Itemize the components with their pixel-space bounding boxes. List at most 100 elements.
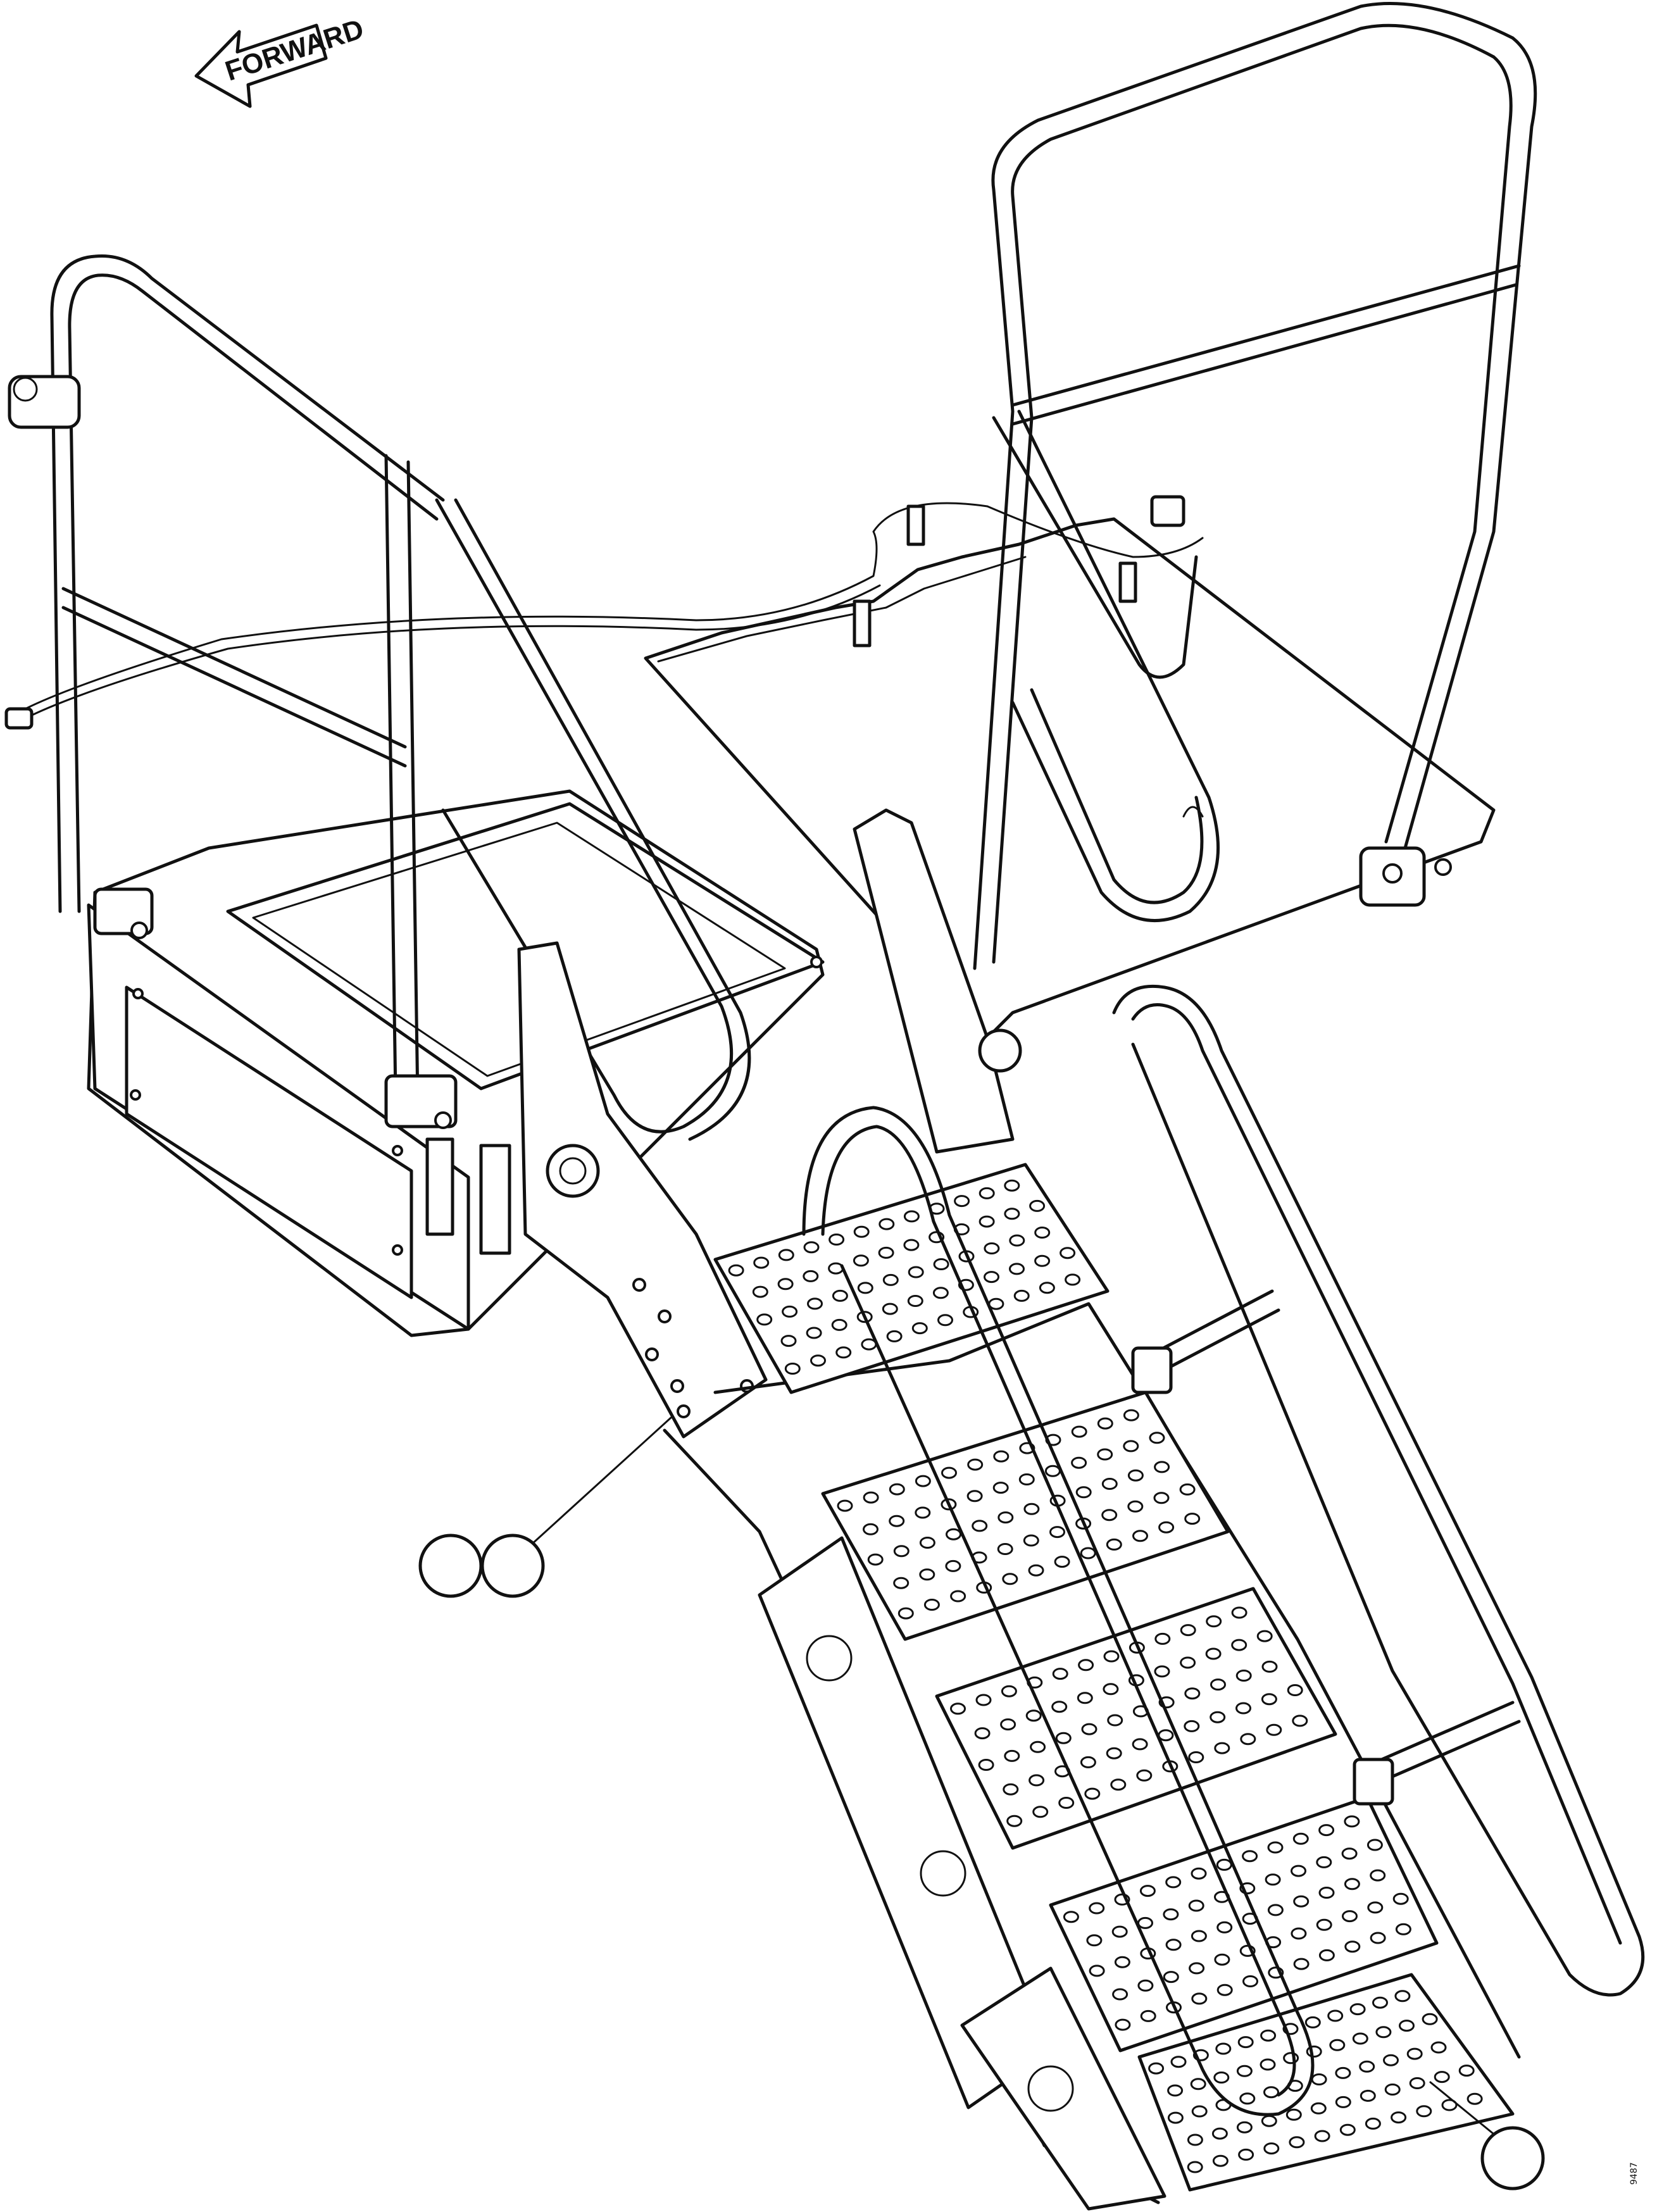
step-perforation	[1165, 1876, 1182, 1889]
step-perforation	[1344, 1815, 1360, 1828]
step-perforation	[1191, 1930, 1207, 1942]
step-perforation	[1158, 1729, 1174, 1742]
step-perforation	[1044, 1465, 1061, 1477]
step-perforation	[1394, 1990, 1411, 2003]
control-box	[87, 789, 825, 1337]
step-perforation	[1287, 1684, 1303, 1696]
step-perforation	[1106, 1538, 1122, 1551]
step-perforation	[1316, 1856, 1332, 1868]
step-perforation	[1318, 1824, 1335, 1837]
step-perforation	[1375, 2026, 1392, 2039]
step-perforation	[1216, 1858, 1232, 1871]
step-perforation	[728, 1264, 744, 1277]
step-perforation	[1006, 1815, 1023, 1827]
step-perforation	[1329, 2039, 1346, 2051]
step-perforation	[863, 1491, 879, 1504]
step-perforation	[979, 1215, 995, 1228]
step-perforation	[1212, 2154, 1229, 2167]
step-perforation	[972, 1520, 988, 1532]
right-handrail	[973, 2, 1537, 970]
step-perforation	[1078, 1659, 1094, 1671]
step-perforation	[807, 1297, 823, 1310]
step-perforation	[835, 1346, 852, 1359]
step-perforation	[806, 1327, 822, 1339]
step-perforation	[915, 1475, 931, 1487]
step-perforation	[1167, 2111, 1184, 2124]
step-perforation	[923, 1599, 940, 1611]
step-perforation	[1148, 2062, 1165, 2075]
step-perforation	[1416, 2105, 1432, 2118]
step-perforation	[1289, 2136, 1305, 2149]
step-perforation	[1216, 1921, 1233, 1934]
step-perforation	[950, 1703, 966, 1715]
step-perforation	[1265, 1873, 1281, 1886]
step-perforation	[1165, 1939, 1182, 1951]
step-perforation	[993, 1450, 1010, 1463]
step-perforation	[1187, 2161, 1203, 2173]
step-perforation	[1034, 1227, 1051, 1239]
step-perforation	[911, 1322, 928, 1335]
step-perforation	[1267, 1841, 1284, 1854]
step-perforation	[915, 1506, 931, 1519]
step-perforation	[1190, 2078, 1206, 2090]
step-perforation	[1441, 2099, 1458, 2111]
step-perforation	[832, 1289, 848, 1302]
step-perforation	[1392, 1892, 1409, 1905]
step-perforation	[1231, 1606, 1247, 1619]
step-perforation	[1097, 1448, 1113, 1461]
step-perforation	[1256, 1630, 1273, 1642]
step-perforation	[1101, 1509, 1118, 1522]
step-perforation	[1140, 2009, 1156, 2022]
step-perforation	[1215, 2042, 1232, 2055]
step-perforation	[1055, 1732, 1072, 1744]
step-perforation	[1009, 1263, 1025, 1275]
step-perforation	[1002, 1573, 1018, 1585]
step-perforation	[903, 1239, 920, 1251]
step-perforation	[1231, 1639, 1247, 1651]
step-perforation	[1261, 1660, 1278, 1673]
step-perforation	[1384, 2084, 1401, 2096]
step-perforation	[1132, 1530, 1148, 1542]
step-perforation	[878, 1246, 894, 1259]
step-perforation	[1137, 1979, 1154, 1992]
step-perforation	[837, 1499, 853, 1512]
step-perforation	[1163, 1971, 1179, 1984]
step-perforation	[1060, 1247, 1076, 1259]
step-perforation	[1318, 1887, 1335, 1899]
step-perforation	[997, 1543, 1013, 1555]
step-perforation	[1293, 1958, 1310, 1970]
step-perforation	[1391, 2111, 1407, 2124]
step-perforation	[1034, 1254, 1051, 1267]
step-perforation	[974, 1727, 991, 1740]
step-perforation	[1349, 2003, 1366, 2016]
step-3	[935, 1587, 1337, 1850]
step-perforation	[803, 1241, 820, 1254]
step-perforation	[1153, 1492, 1170, 1504]
step-perforation	[893, 1545, 910, 1558]
step-perforation	[1029, 1199, 1046, 1212]
step-perforation	[1260, 2058, 1276, 2071]
step-perforation	[954, 1195, 970, 1208]
step-perforation	[979, 1187, 995, 1199]
step-perforation	[1000, 1718, 1016, 1731]
step-perforation	[1039, 1282, 1055, 1294]
step-perforation	[857, 1282, 873, 1294]
step-perforation	[1065, 1273, 1081, 1286]
step-perforation	[984, 1271, 999, 1284]
step-perforation	[941, 1466, 957, 1479]
step-perforation	[1184, 1513, 1201, 1525]
step-perforation	[1001, 1685, 1017, 1697]
step-perforation	[810, 1354, 826, 1367]
step-perforation	[1311, 2073, 1327, 2085]
step-perforation	[1344, 1940, 1361, 1953]
step-perforation	[919, 1537, 935, 1549]
step-perforation	[992, 1482, 1009, 1494]
step-perforation	[1180, 1624, 1196, 1637]
step-perforation	[1316, 1918, 1332, 1931]
step-perforation	[778, 1249, 794, 1261]
step-perforation	[1293, 1895, 1310, 1908]
step-perforation	[978, 1759, 994, 1771]
step-perforation	[1210, 1678, 1226, 1691]
step-perforation	[1240, 1733, 1256, 1746]
step-perforation	[1163, 1908, 1179, 1921]
